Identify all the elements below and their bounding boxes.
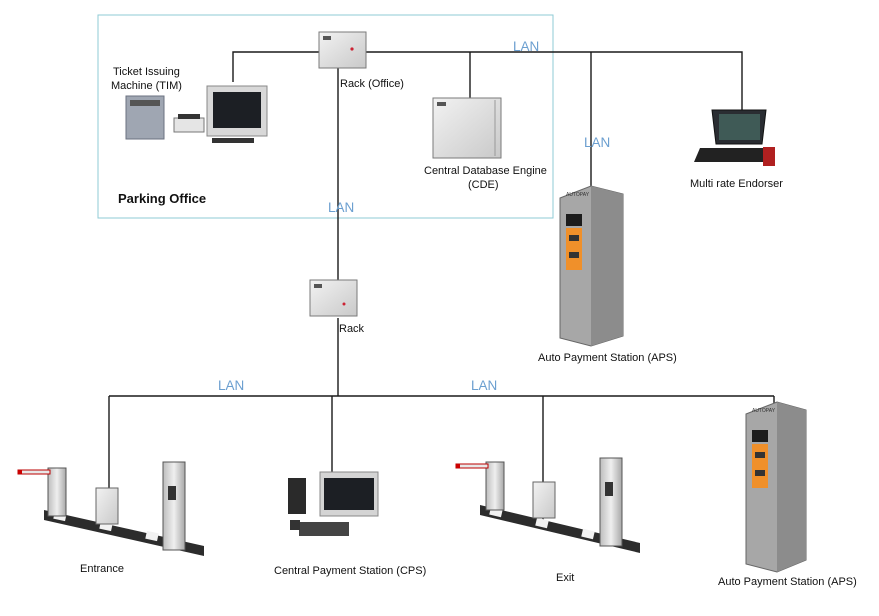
- tim-label-line1: Ticket Issuing: [113, 66, 180, 78]
- aps-bottom-label: Auto Payment Station (APS): [718, 576, 857, 588]
- cps-device: [288, 471, 379, 536]
- lan-label: LAN: [218, 378, 244, 393]
- cps-label: Central Payment Station (CPS): [274, 565, 426, 577]
- aps-bottom-kiosk: AUTOPAY: [745, 401, 807, 573]
- exit-lane: [455, 457, 640, 553]
- exit-label: Exit: [556, 572, 574, 584]
- tim-device: [125, 85, 268, 143]
- rack-label: Rack: [339, 323, 365, 335]
- aps-top-label: Auto Payment Station (APS): [538, 352, 677, 364]
- parking-office-frame: [97, 14, 554, 219]
- endorser-label: Multi rate Endorser: [690, 178, 783, 190]
- cde-device: [432, 97, 502, 159]
- rack-office-label: Rack (Office): [340, 78, 404, 90]
- rack-device: [309, 279, 358, 317]
- endorser-device: [694, 109, 775, 166]
- entrance-label: Entrance: [80, 563, 124, 575]
- lan-label: LAN: [584, 135, 610, 150]
- aps-top-brand: AUTOPAY: [566, 192, 590, 198]
- cde-label-line1: Central Database Engine: [424, 165, 547, 177]
- entrance-lane: [17, 461, 204, 556]
- aps-top-kiosk: AUTOPAY: [559, 185, 624, 347]
- aps-bottom-brand: AUTOPAY: [752, 408, 776, 414]
- tim-label-line2: Machine (TIM): [111, 80, 182, 92]
- lan-label: LAN: [471, 378, 497, 393]
- rack-office-device: [318, 31, 367, 69]
- lan-label: LAN: [513, 39, 539, 54]
- lan-label: LAN: [328, 200, 354, 215]
- parking-office-title: Parking Office: [118, 191, 206, 206]
- cde-label-line2: (CDE): [468, 179, 499, 191]
